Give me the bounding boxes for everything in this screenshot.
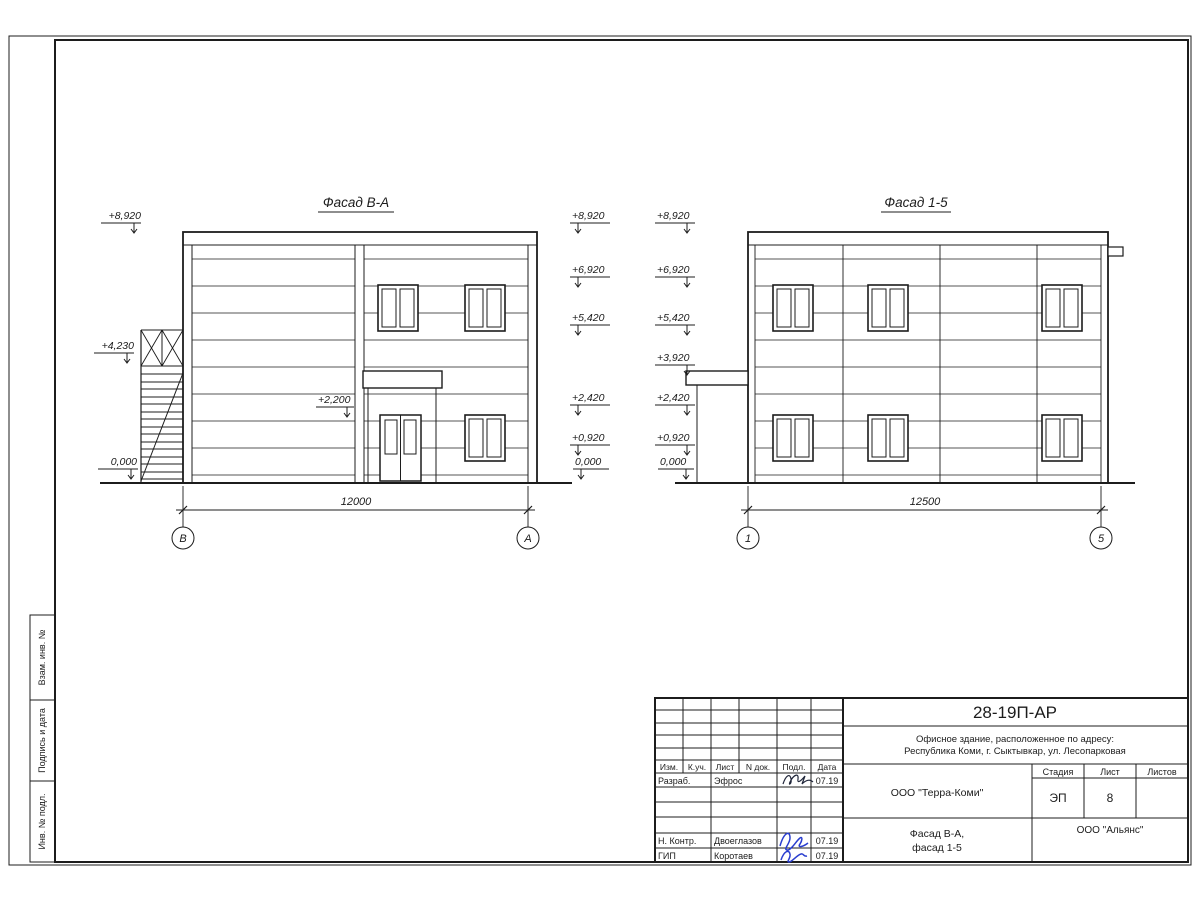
gip-date: 07.19 — [816, 851, 839, 861]
gip-role: ГИП — [658, 851, 676, 861]
signature-developer — [782, 774, 814, 785]
elevation-marks-15: +8,920 +6,920 +5,420 +3,920 +2,420 +0,92… — [655, 210, 695, 480]
stage-label: Стадия — [1043, 767, 1074, 777]
window — [867, 414, 909, 462]
org-contractor: ООО "Альянс" — [1077, 825, 1144, 836]
pilaster-lines — [191, 245, 529, 483]
col-header: К.уч. — [688, 762, 706, 772]
side-label-inv: Инв. № подл. — [37, 793, 47, 849]
developer-role: Разраб. — [658, 776, 690, 786]
sheet-frame: Взам. инв. № Подпись и дата Инв. № подл. — [8, 35, 1192, 866]
elevation-mark: +8,920 — [657, 210, 690, 222]
elevation-mark: +5,420 — [572, 312, 605, 324]
dimension-value: 12500 — [910, 496, 941, 508]
svg-text:+2,200: +2,200 — [318, 394, 351, 406]
developer-name: Эфрос — [714, 776, 743, 786]
elevation-marks-ba-right: +8,920 +6,920 +5,420 +2,420 +0,920 0,000 — [570, 210, 610, 480]
elevation-mark: +8,920 — [109, 210, 142, 222]
elevation-mark: 0,000 — [111, 456, 137, 468]
window — [772, 414, 814, 462]
axis-label: А — [523, 533, 531, 545]
org-customer: ООО "Терра-Коми" — [891, 787, 984, 799]
elevation-mark: +2,420 — [657, 392, 690, 404]
side-label-vzam: Взам. инв. № — [37, 629, 47, 685]
window — [772, 284, 814, 332]
dimension-ba — [171, 486, 540, 550]
elevation-mark: +2,420 — [572, 392, 605, 404]
elevation-mark: 0,000 — [575, 456, 601, 468]
col-header: Изм. — [660, 762, 678, 772]
window — [1041, 284, 1083, 332]
side-stamp-dividers — [30, 699, 55, 782]
elevation-mark-entrance: +2,200 — [316, 394, 354, 418]
sheet-label: Лист — [1100, 767, 1120, 777]
facade-15: Фасад 1-5 12500 1 5 +8,920 +6,920 +5,420… — [655, 195, 1135, 550]
window — [377, 284, 419, 332]
inner-frame — [54, 39, 1189, 863]
developer-date: 07.19 — [816, 776, 839, 786]
siding-lines — [755, 258, 1101, 476]
porch-canopy — [685, 370, 749, 386]
col-header: Лист — [716, 762, 735, 772]
col-header: N док. — [746, 762, 770, 772]
entrance-canopy — [362, 370, 443, 389]
signature-gip — [780, 850, 808, 863]
axis-label: В — [179, 533, 186, 545]
elevation-mark: +4,230 — [102, 340, 135, 352]
elevation-marks-ba-left: +8,920 +4,230 0,000 — [94, 210, 142, 480]
doc-number: 28-19П-АР — [973, 703, 1057, 722]
drawing-title-line1: Фасад В-А, — [910, 828, 964, 840]
outer-border — [8, 35, 1192, 866]
col-header: Подл. — [783, 762, 806, 772]
elevation-mark: +0,920 — [657, 432, 690, 444]
sheet-value: 8 — [1107, 791, 1114, 805]
facade-title: Фасад В-А — [323, 195, 389, 210]
window — [464, 284, 506, 332]
elevation-mark: 0,000 — [660, 456, 686, 468]
stage-value: ЭП — [1049, 791, 1066, 805]
ncontrol-date: 07.19 — [816, 836, 839, 846]
siding-lines — [192, 258, 528, 476]
title-block-border — [654, 697, 1189, 863]
fire-escape-ladder — [140, 329, 184, 483]
vent-pipe — [1107, 246, 1124, 257]
window — [867, 284, 909, 332]
entrance-bay-lines — [367, 388, 437, 483]
elevation-mark: +6,920 — [657, 264, 690, 276]
ncontrol-role: Н. Контр. — [658, 836, 696, 846]
elevation-mark: +8,920 — [572, 210, 605, 222]
elevation-mark: +5,420 — [657, 312, 690, 324]
elevation-mark: +6,920 — [572, 264, 605, 276]
title-block-grid — [655, 698, 1188, 862]
side-stamp-column — [29, 614, 56, 863]
panel-joints — [754, 245, 1102, 483]
dimension-15 — [736, 486, 1113, 550]
facade-title: Фасад 1-5 — [884, 195, 948, 210]
facade-ba: Фасад В-А 12000 В А +8,920 +4,230 0,000 … — [94, 195, 610, 550]
window — [1041, 414, 1083, 462]
entrance-door — [379, 414, 422, 482]
ncontrol-name: Двоеглазов — [714, 836, 762, 846]
side-label-podpis: Подпись и дата — [37, 708, 47, 773]
elevation-mark: +3,920 — [657, 352, 690, 364]
title-block: 28-19П-АР Офисное здание, расположенное … — [654, 697, 1189, 863]
drawing-title-line2: фасад 1-5 — [912, 842, 962, 854]
project-description-line2: Республика Коми, г. Сыктывкар, ул. Лесоп… — [904, 746, 1126, 757]
window — [464, 414, 506, 462]
sheets-label: Листов — [1147, 767, 1176, 777]
axis-label: 5 — [1098, 533, 1105, 545]
project-description-line1: Офисное здание, расположенное по адресу: — [916, 734, 1114, 745]
elevation-mark: +0,920 — [572, 432, 605, 444]
col-header: Дата — [818, 762, 837, 772]
axis-label: 1 — [745, 533, 751, 545]
signature-ncontrol — [779, 832, 809, 851]
gip-name: Коротаев — [714, 851, 753, 861]
dimension-value: 12000 — [341, 496, 372, 508]
